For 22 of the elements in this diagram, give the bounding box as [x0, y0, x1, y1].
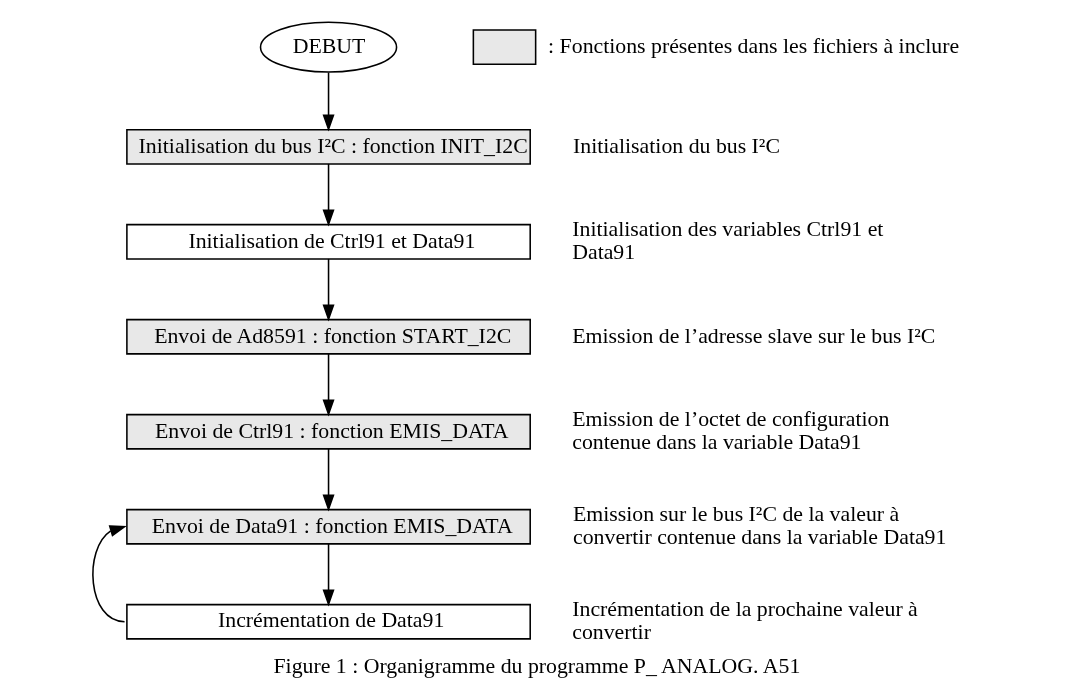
arrow — [322, 543, 335, 607]
caption: Figure 1 : Organigramme du programme P_ ANALOG. A51 — [273, 654, 801, 679]
arrow — [92, 525, 127, 623]
node-label: Emission de l’octet de configuration contenue dans la variable Data91 — [572, 406, 890, 455]
legend-label: : Fonctions présentes dans les fichiers à inclure — [548, 33, 960, 58]
node-label: Emission sur le bus I²C de la valeur à convertir contenue dans la variable Data91 — [573, 501, 947, 550]
node-label: Initialisation des variables Ctrl91 et Data91 — [572, 216, 884, 265]
arrow — [322, 353, 335, 417]
node-box: Envoi de Data91 : fonction EMIS_DATA — [126, 508, 531, 545]
node-box: Envoi de Ctrl91 : fonction EMIS_DATA — [126, 413, 531, 450]
arrow — [322, 71, 335, 132]
node-ellipse: DEBUT — [259, 21, 398, 73]
node-box: Envoi de Ad8591 : fonction START_I2C — [126, 318, 531, 355]
node-label: Incrémentation de la prochaine valeur à convertir — [572, 596, 918, 645]
arrow — [322, 448, 335, 512]
node-box: Incrémentation de Data91 — [126, 603, 531, 640]
arrow — [322, 163, 335, 227]
node-label: Initialisation du bus I²C — [573, 133, 780, 158]
node-box: Initialisation du bus I²C : fonction INIT_I2C — [126, 128, 531, 165]
node-box: Initialisation de Ctrl91 et Data91 — [126, 223, 531, 260]
node-label: Emission de l’adresse slave sur le bus I²C — [572, 323, 936, 348]
arrow — [322, 258, 335, 322]
